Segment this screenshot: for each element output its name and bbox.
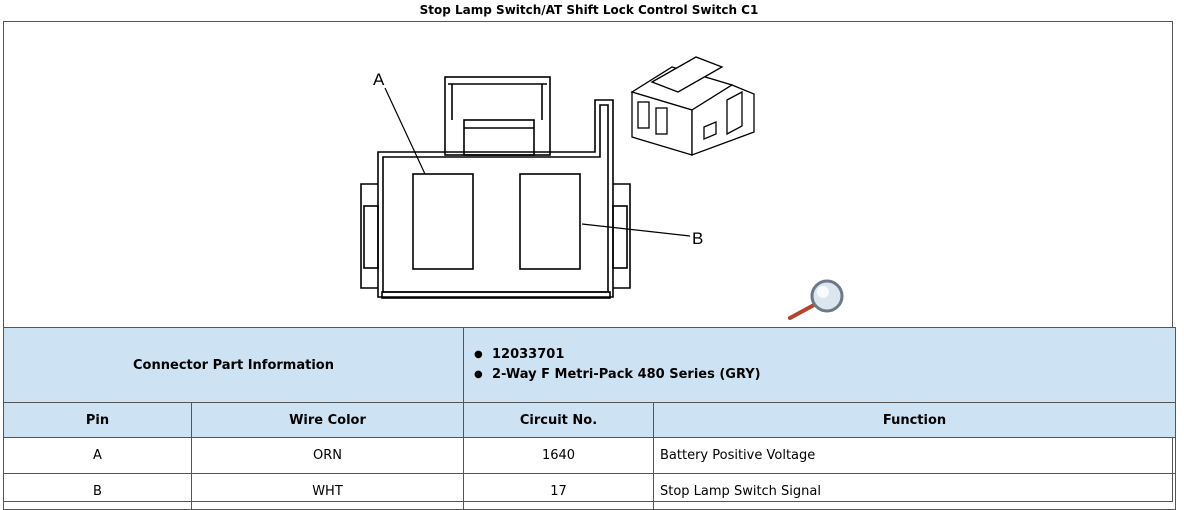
connector-info-label: Connector Part Information xyxy=(3,327,464,403)
col-header-circuit: Circuit No. xyxy=(463,402,654,438)
table-row: B WHT 17 Stop Lamp Switch Signal xyxy=(3,473,1177,510)
wire-color-cell: ORN xyxy=(191,437,464,474)
callout-a: A xyxy=(373,70,426,175)
page-title: Stop Lamp Switch/AT Shift Lock Control S… xyxy=(419,3,759,17)
connector-diagram: A B xyxy=(360,56,844,320)
circuit-cell: 1640 xyxy=(463,437,654,474)
function-cell: Stop Lamp Switch Signal xyxy=(652,473,1177,510)
connector-description: 2-Way F Metri-Pack 480 Series (GRY) xyxy=(474,365,1175,385)
table-row: A ORN 1640 Battery Positive Voltage xyxy=(3,437,1177,474)
circuit-cell: 17 xyxy=(463,473,654,510)
connector-face xyxy=(360,76,631,299)
col-header-pin: Pin xyxy=(3,402,192,438)
connector-info-table: Connector Part Information 12033701 2-Wa… xyxy=(3,327,1177,510)
callout-b: B xyxy=(581,223,703,248)
connector-info-values: 12033701 2-Way F Metri-Pack 480 Series (… xyxy=(462,327,1177,403)
magnifier-icon[interactable] xyxy=(788,279,844,320)
col-header-wire-color: Wire Color xyxy=(191,402,464,438)
function-cell: Battery Positive Voltage xyxy=(652,437,1177,474)
wire-color-cell: WHT xyxy=(191,473,464,510)
connector-3d-view xyxy=(630,56,755,156)
connector-part-number: 12033701 xyxy=(474,345,1175,365)
col-header-function: Function xyxy=(652,402,1177,438)
pin-cell: B xyxy=(3,473,192,510)
pin-cell: A xyxy=(3,437,192,474)
callout-b-label: B xyxy=(692,229,703,248)
callout-a-label: A xyxy=(373,70,385,89)
